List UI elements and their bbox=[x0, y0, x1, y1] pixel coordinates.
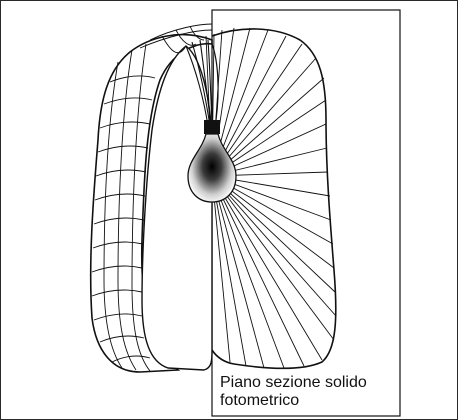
figure-caption: Piano sezione solido fotometrico bbox=[220, 374, 400, 410]
caption-line-2: fotometrico bbox=[220, 392, 400, 410]
lamp-socket bbox=[204, 120, 220, 134]
section-plane bbox=[212, 10, 400, 416]
caption-line-1: Piano sezione solido bbox=[220, 374, 400, 392]
